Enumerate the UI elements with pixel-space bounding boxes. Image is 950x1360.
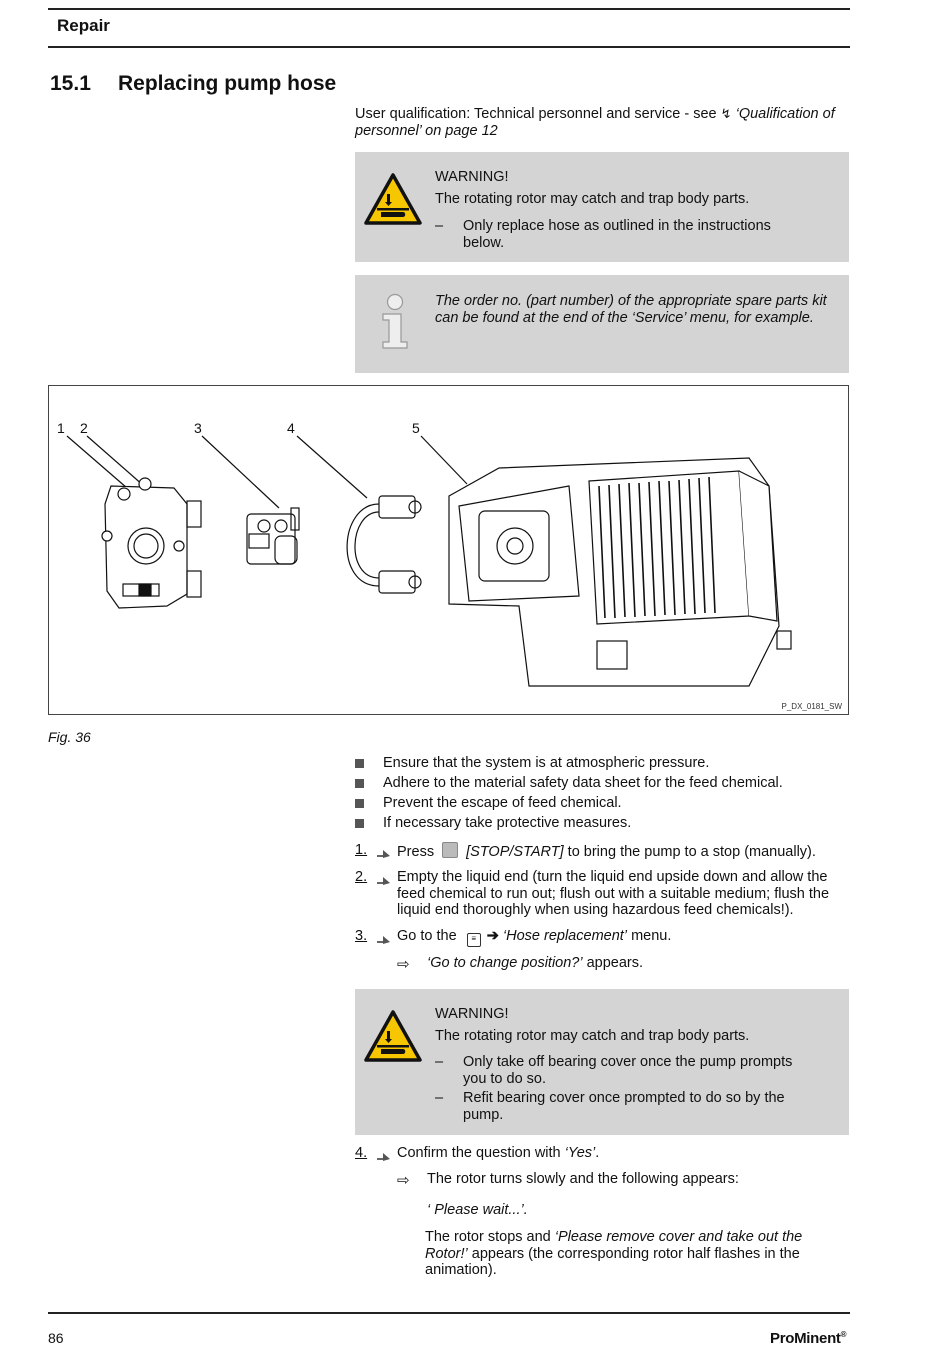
warning-box-1: WARNING! The rotating rotor may catch an… xyxy=(355,152,849,262)
menu-icon: ≡ xyxy=(466,933,481,947)
step-number: 1. xyxy=(355,842,368,858)
warning-box-2: WARNING! The rotating rotor may catch an… xyxy=(355,989,849,1135)
section-title: Replacing pump hose xyxy=(118,72,337,95)
top-rule xyxy=(48,8,850,10)
qualification-note: User qualification: Technical personnel … xyxy=(355,105,850,140)
step-number: 3. xyxy=(355,928,368,944)
qualification-prefix: User qualification: Technical personnel … xyxy=(355,106,717,122)
bullet-square-icon xyxy=(355,819,364,828)
pump-exploded-drawing xyxy=(66,435,792,687)
brand-logo: ProMinent® xyxy=(770,1330,847,1347)
bullet-square-icon xyxy=(355,779,364,788)
step-arrow-icon xyxy=(377,877,390,885)
info-box: The order no. (part number) of the appro… xyxy=(355,275,849,373)
step-arrow-icon xyxy=(377,1153,390,1161)
step-4-pre: Confirm the question with xyxy=(397,1145,561,1161)
step-4-stops-message: ‘Please remove cover and take out the Ro… xyxy=(425,1229,803,1262)
qualification-link[interactable]: ‘Qualification of personnel’ on page 12 xyxy=(355,106,835,139)
step-1-pre: Press xyxy=(397,844,435,860)
warning-2-text: The rotating rotor may catch and trap bo… xyxy=(435,1028,750,1044)
warning-1-dash: – xyxy=(435,218,444,234)
step-number: 2. xyxy=(355,869,368,885)
figure-caption: Fig. 36 xyxy=(48,729,91,745)
warning-2-item: Only take off bearing cover once the pum… xyxy=(463,1054,793,1087)
figure-label-5: 5 xyxy=(412,420,420,436)
figure-label-2: 2 xyxy=(80,420,88,436)
step-4-wait-message: ‘ Please wait...’. xyxy=(427,1202,528,1218)
warning-2-item: Refit bearing cover once prompted to do … xyxy=(463,1090,785,1123)
step-arrow-icon xyxy=(377,936,390,944)
figure-code: P_DX_0181_SW xyxy=(781,702,842,711)
bullet-text: If necessary take protective measures. xyxy=(383,815,632,831)
figure-pump-exploded: 1 2 3 4 5 P_DX_0181_SW xyxy=(48,385,849,715)
bullet-square-icon xyxy=(355,799,364,808)
crush-hazard-icon xyxy=(364,173,422,225)
bullet-text: Prevent the escape of feed chemical. xyxy=(383,795,622,811)
step-1-post: to bring the pump to a stop (manually). xyxy=(567,844,816,860)
footer-rule xyxy=(48,1312,850,1314)
header-rule xyxy=(48,46,850,48)
step-3-menu: ‘Hose replacement’ xyxy=(502,928,628,944)
step-4-stops-post: appears (the corresponding rotor half fl… xyxy=(425,1245,800,1279)
figure-label-1: 1 xyxy=(57,420,65,436)
warning-1-item: Only replace hose as outlined in the ins… xyxy=(463,218,771,251)
figure-label-4: 4 xyxy=(287,420,295,436)
crush-hazard-icon xyxy=(364,1010,422,1062)
step-2-text: Empty the liquid end (turn the liquid en… xyxy=(397,869,830,918)
bullet-text: Adhere to the material safety data sheet… xyxy=(383,775,783,791)
menu-arrow-icon: ➔ xyxy=(486,928,499,944)
step-4-stops-pre: The rotor stops and xyxy=(425,1229,551,1245)
step-4-stops-paragraph: The rotor stops and ‘Please remove cover… xyxy=(425,1229,847,1279)
result-arrow-icon: ⇨ xyxy=(397,956,410,973)
bullet-text: Ensure that the system is at atmospheric… xyxy=(383,755,710,771)
brand-name: ProMinent xyxy=(770,1330,841,1347)
stop-start-key-label: [STOP/START] xyxy=(466,844,564,860)
warning-1-text: The rotating rotor may catch and trap bo… xyxy=(435,191,750,207)
info-icon xyxy=(382,293,408,349)
step-4-answer: ‘Yes’ xyxy=(564,1145,596,1161)
step-3-result-question: ‘Go to change position?’ xyxy=(427,955,583,971)
cross-reference-icon: ↯ xyxy=(720,106,732,121)
result-arrow-icon: ⇨ xyxy=(397,1172,410,1189)
step-number: 4. xyxy=(355,1145,368,1161)
bullet-square-icon xyxy=(355,759,364,768)
page-number: 86 xyxy=(48,1330,64,1346)
header-title: Repair xyxy=(57,16,110,35)
step-4-result-text: The rotor turns slowly and the following… xyxy=(427,1171,739,1187)
warning-2-dash: – xyxy=(435,1090,444,1106)
step-3-result-post: appears. xyxy=(586,955,644,971)
step-3-pre: Go to the xyxy=(397,928,457,944)
section-number: 15.1 xyxy=(50,72,91,95)
step-arrow-icon xyxy=(377,850,390,858)
figure-label-3: 3 xyxy=(194,420,202,436)
warning-2-heading: WARNING! xyxy=(435,1006,509,1022)
step-3-post: menu. xyxy=(631,928,672,944)
info-text: The order no. (part number) of the appro… xyxy=(435,293,827,326)
stop-start-key-icon xyxy=(442,842,459,858)
warning-1-heading: WARNING! xyxy=(435,169,509,185)
step-4-post: . xyxy=(595,1145,600,1161)
warning-2-dash: – xyxy=(435,1054,444,1070)
